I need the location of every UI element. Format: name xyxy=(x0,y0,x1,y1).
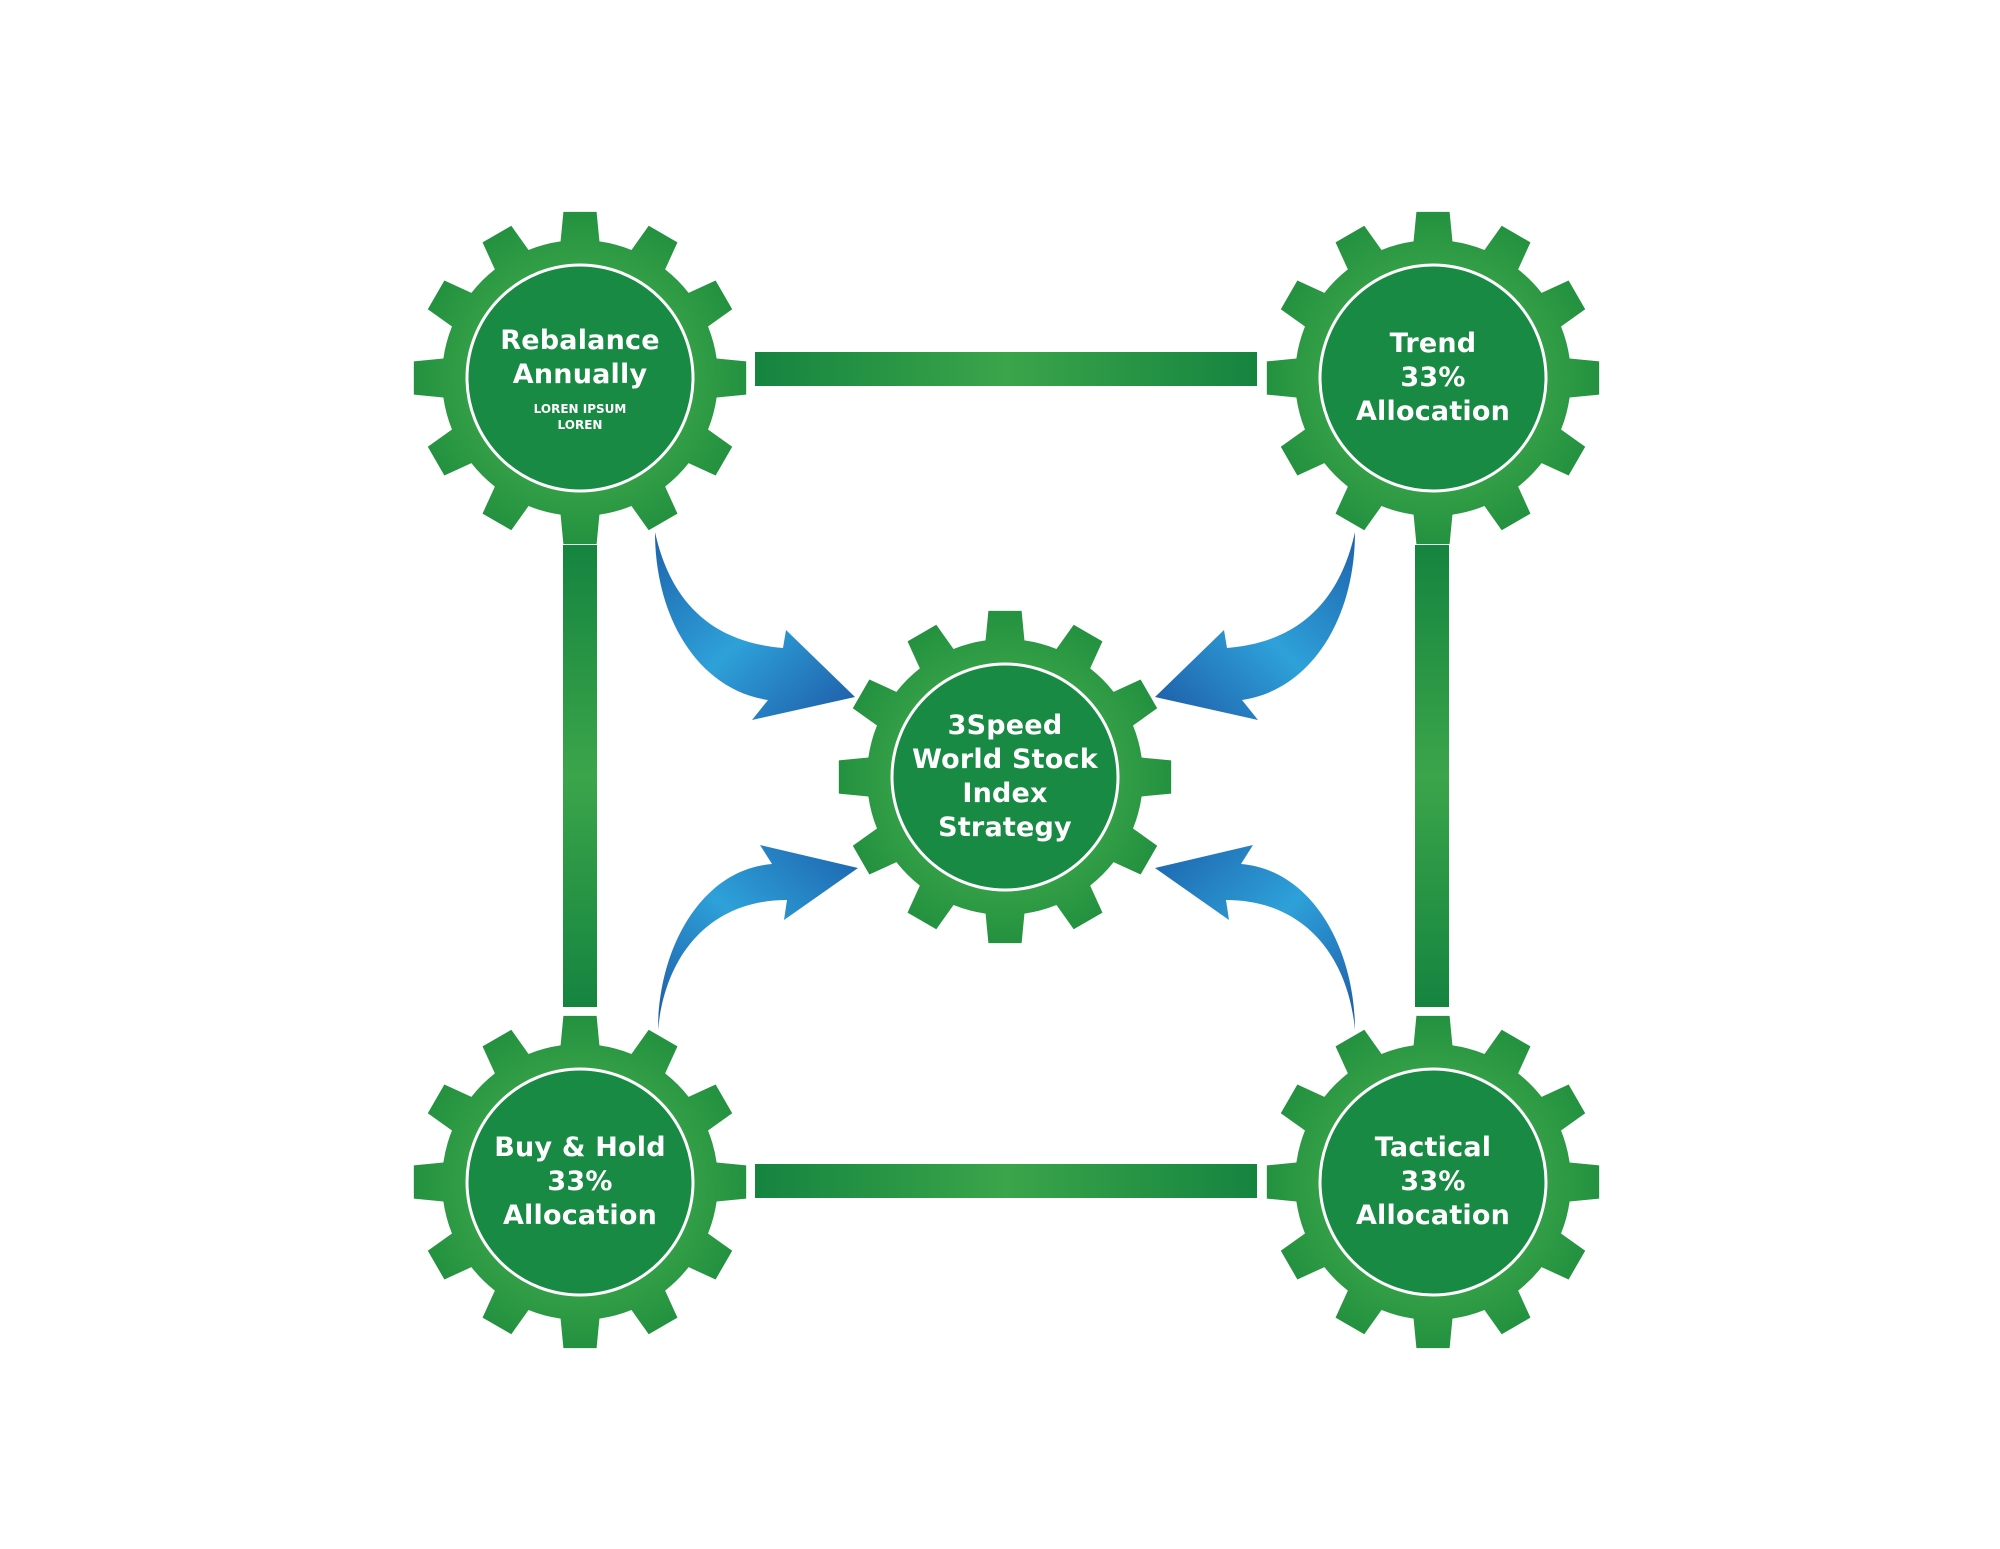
gear-inner-circle xyxy=(465,263,695,493)
curved-arrow-icon xyxy=(658,845,858,1030)
gear-inner-circle xyxy=(890,662,1120,892)
gear-trend xyxy=(1266,211,1600,545)
gear-inner-circle xyxy=(1318,263,1548,493)
gear-inner-circle xyxy=(465,1067,695,1297)
gear-inner-circle xyxy=(1318,1067,1548,1297)
curved-arrow-icon xyxy=(1155,532,1355,720)
connector-bar-bottom xyxy=(755,1164,1257,1198)
connector-bar-right xyxy=(1415,545,1449,1007)
curved-arrow-icon xyxy=(1155,845,1355,1030)
gear-buy-hold xyxy=(413,1015,747,1349)
arrows-layer xyxy=(655,532,1355,1030)
curved-arrow-icon xyxy=(655,532,855,720)
gears-layer xyxy=(413,211,1600,1349)
gear-center-strategy xyxy=(838,610,1172,944)
connector-bar-left xyxy=(563,545,597,1007)
connector-bar-top xyxy=(755,352,1257,386)
gear-rebalance xyxy=(413,211,747,545)
gear-tactical xyxy=(1266,1015,1600,1349)
